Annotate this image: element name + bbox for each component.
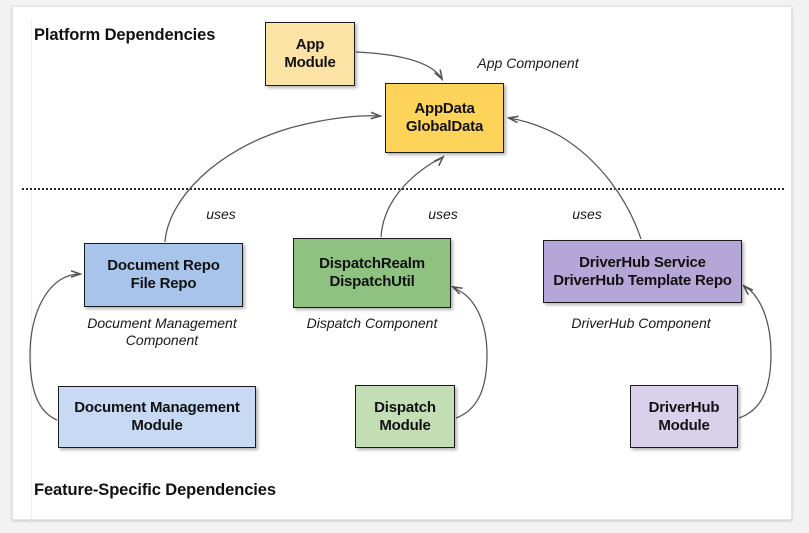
node-dispatch-realm[interactable]: DispatchRealm DispatchUtil <box>293 238 451 308</box>
dotted-separator-line <box>22 188 784 190</box>
node-dispatch-module[interactable]: Dispatch Module <box>355 385 455 448</box>
node-app-module[interactable]: App Module <box>265 22 355 86</box>
feature-specific-dependencies-title: Feature-Specific Dependencies <box>34 481 276 499</box>
label-uses-dispatch: uses <box>428 206 458 222</box>
node-app-data[interactable]: AppData GlobalData <box>385 83 504 153</box>
label-uses-driverhub: uses <box>572 206 602 222</box>
node-driverhub-module[interactable]: DriverHub Module <box>630 385 738 448</box>
node-document-management-module[interactable]: Document Management Module <box>58 386 256 448</box>
label-document-management-component: Document Management Component <box>87 315 237 349</box>
node-driverhub-service[interactable]: DriverHub Service DriverHub Template Rep… <box>543 240 742 303</box>
label-driverhub-component: DriverHub Component <box>571 315 711 331</box>
node-document-repo[interactable]: Document Repo File Repo <box>84 243 243 307</box>
platform-dependencies-title: Platform Dependencies <box>34 26 216 44</box>
label-dispatch-component: Dispatch Component <box>306 315 438 331</box>
label-app-component: App Component <box>477 55 579 71</box>
label-uses-document-repo: uses <box>206 206 236 222</box>
